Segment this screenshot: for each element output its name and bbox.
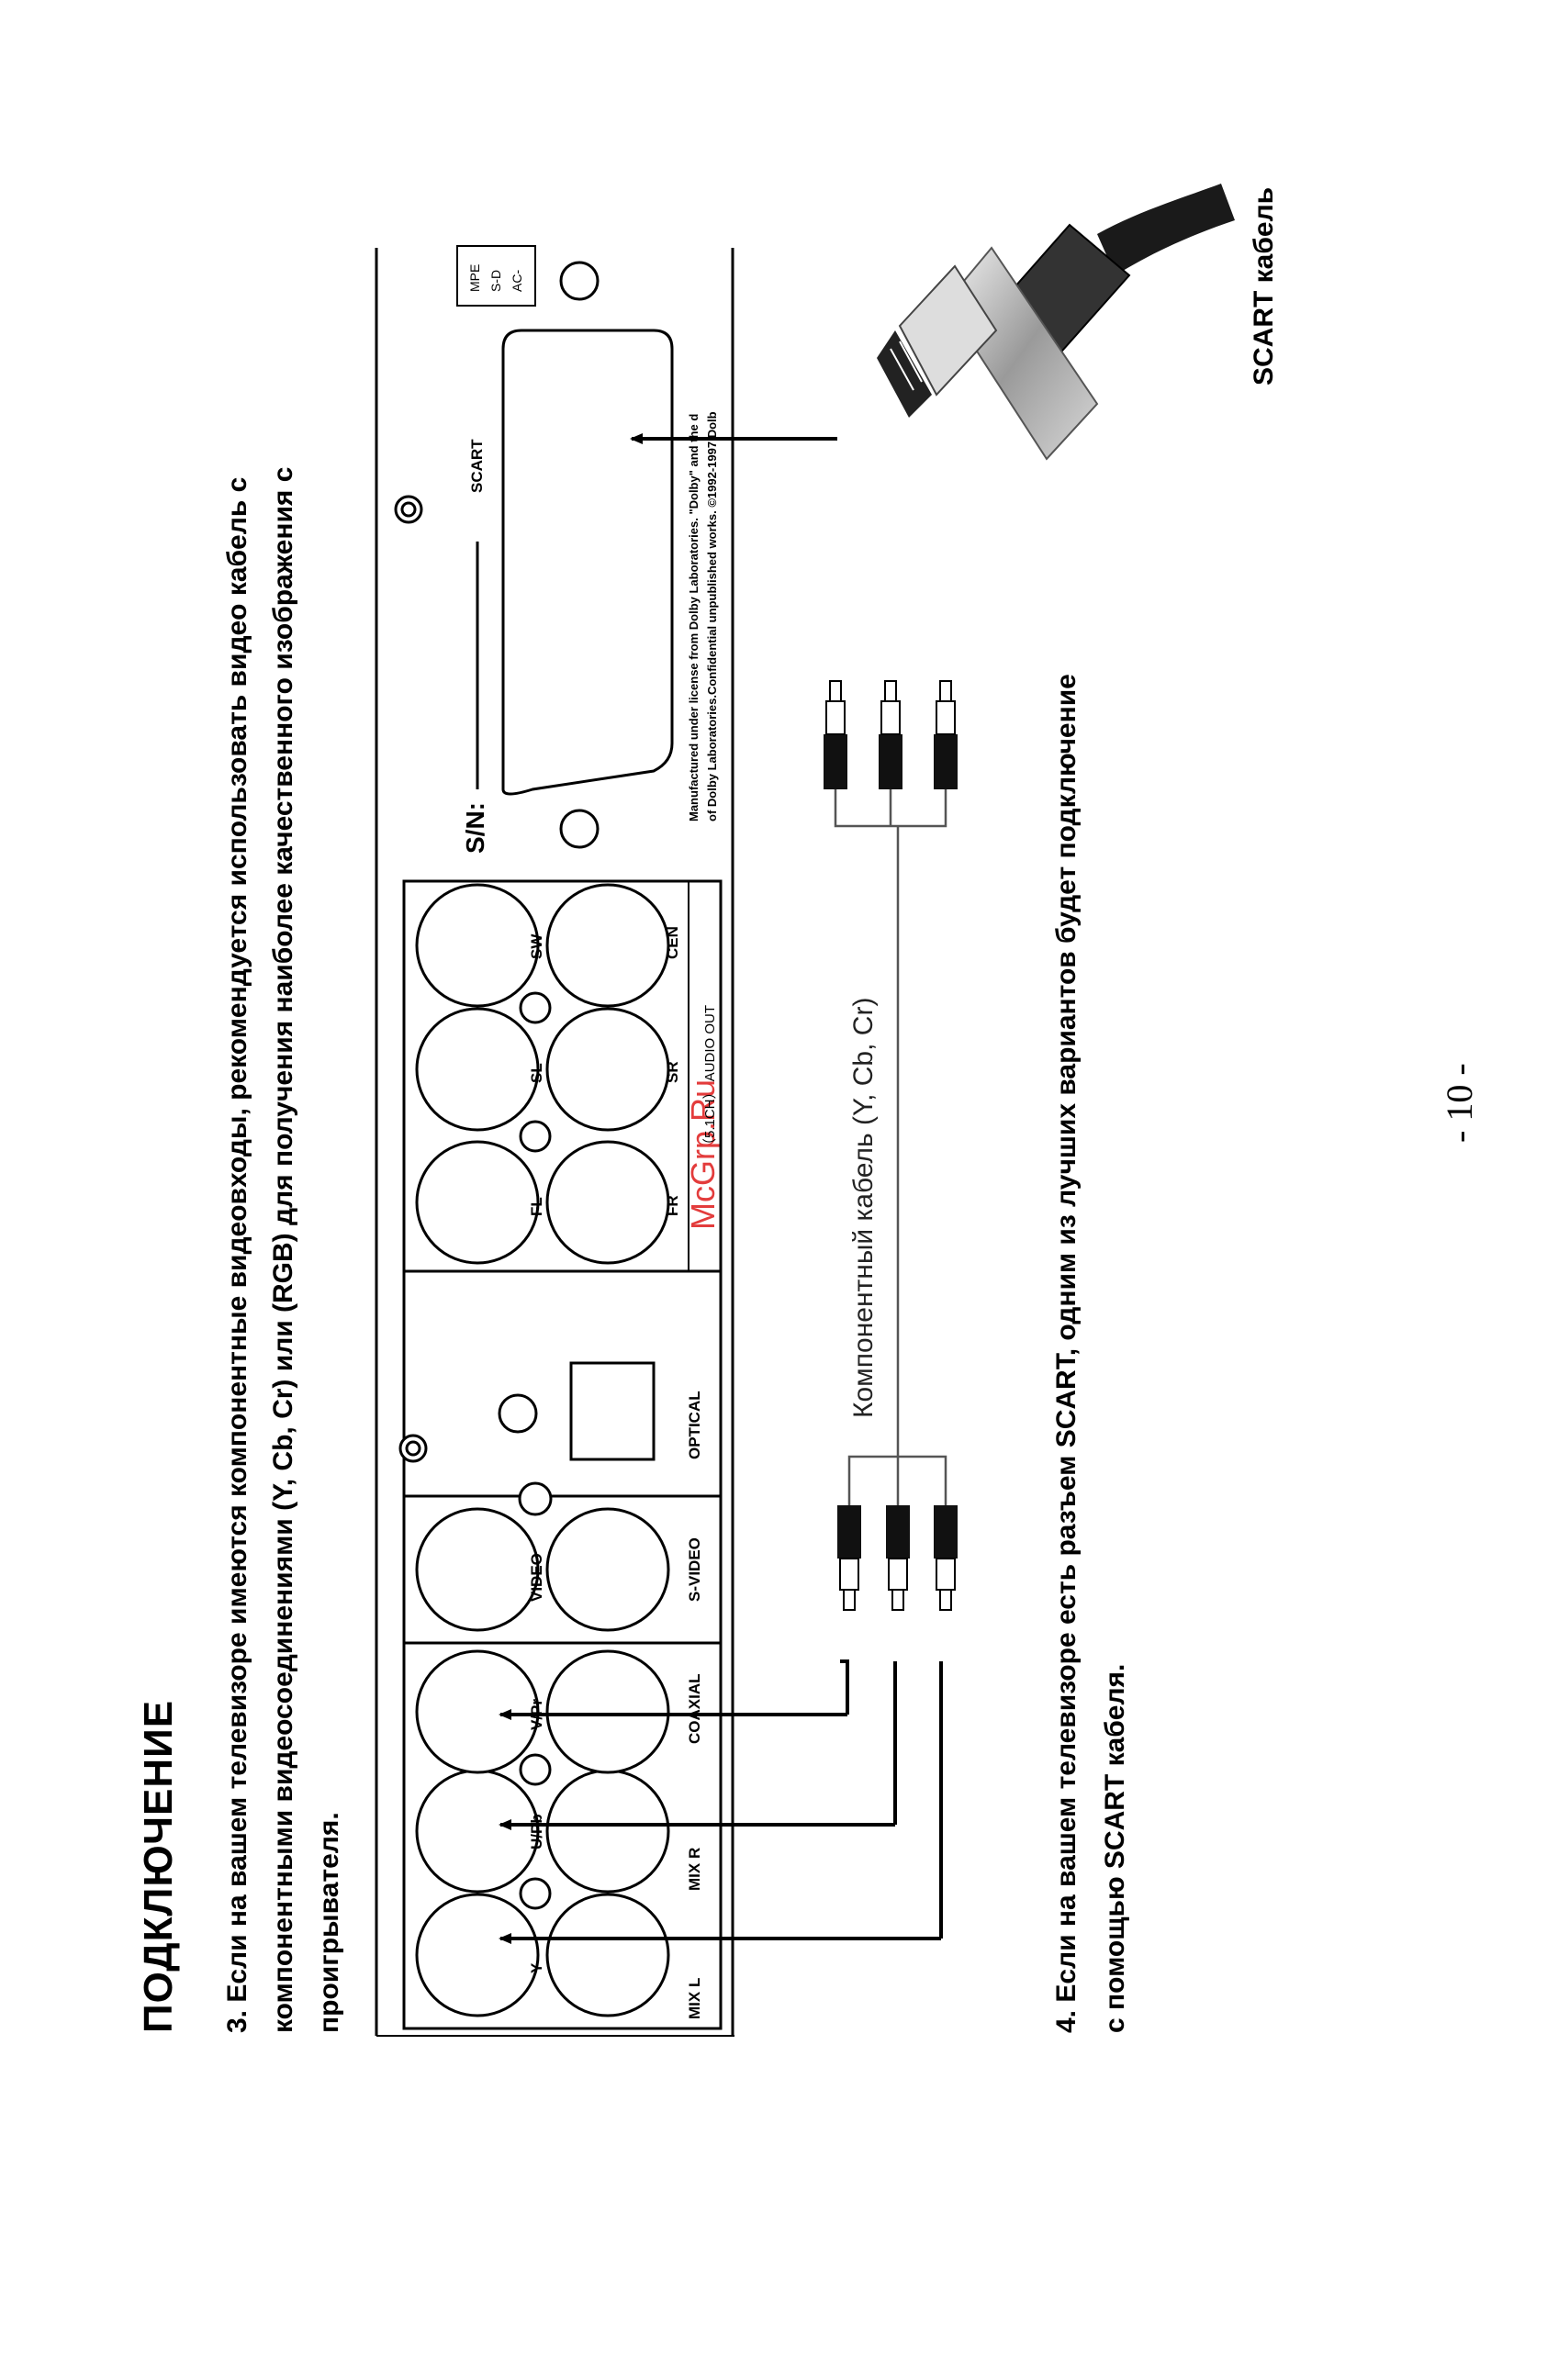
jack-sl [415, 1007, 540, 1132]
rear-panel [375, 248, 734, 2037]
jack-fr [545, 1140, 670, 1265]
jacks-video [415, 1481, 670, 1632]
label-fl: FL [528, 1197, 545, 1216]
rca-plugs-upper [824, 680, 958, 789]
spec-box: MPE S-D AC- [456, 245, 536, 307]
label-mix-l: MIX L [686, 1978, 703, 2019]
jacks-component [415, 1649, 670, 2017]
jack-s-video [545, 1507, 670, 1632]
label-sl: SL [528, 1063, 545, 1083]
label-fr: FR [664, 1195, 681, 1216]
label-sn: S/N: [461, 802, 489, 854]
label-optical: OPTICAL [686, 1391, 703, 1459]
jack-sr [545, 1007, 670, 1132]
svg-text:MPE: MPE [467, 264, 482, 292]
label-y: Y [528, 1962, 545, 1973]
component-cable-caption: Компонентный кабель (Y, Cb, Cr) [848, 998, 879, 1418]
jack-video [415, 1507, 540, 1632]
scart-plug-illustration [877, 184, 1235, 461]
component-cable: Компонентный кабель (Y, Cb, Cr) [824, 680, 958, 1611]
jack-v-pr [415, 1649, 540, 1774]
label-s-video: S-VIDEO [686, 1537, 703, 1602]
label-cen: CEN [664, 926, 681, 959]
label-sw: SW [528, 933, 545, 959]
license-line2: of Dolby Laboratories.Confidential unpub… [705, 411, 719, 821]
jack-mix-r [545, 1769, 670, 1894]
label-video: VIDEO [528, 1553, 545, 1602]
jacks-audio-51 [415, 883, 670, 1265]
rca-plugs-lower [837, 1505, 958, 1611]
component-arrows [499, 1659, 943, 1944]
jack-sw [415, 883, 540, 1008]
license-line1: Manufactured under license from Dolby La… [687, 414, 701, 821]
label-sr: SR [664, 1061, 681, 1083]
jack-u-pb [415, 1769, 540, 1894]
label-audio-out: （5.1CH） AUDIO OUT [702, 1005, 718, 1152]
label-mix-r: MIX R [686, 1848, 703, 1891]
jack-coaxial [545, 1649, 670, 1774]
svg-text:AC-: AC- [510, 270, 524, 292]
optical-output [398, 1361, 656, 1463]
label-u-pb: U/Pb [528, 1814, 545, 1849]
scart-connector [394, 261, 674, 849]
jack-cen [545, 883, 670, 1008]
optical-port [569, 1361, 656, 1461]
label-coaxial: COAXIAL [686, 1674, 703, 1745]
jack-mix-l [545, 1893, 670, 2017]
label-scart: SCART [468, 439, 486, 493]
jack-fl [415, 1140, 540, 1265]
svg-text:S-D: S-D [488, 270, 503, 292]
jack-y [415, 1893, 540, 2017]
